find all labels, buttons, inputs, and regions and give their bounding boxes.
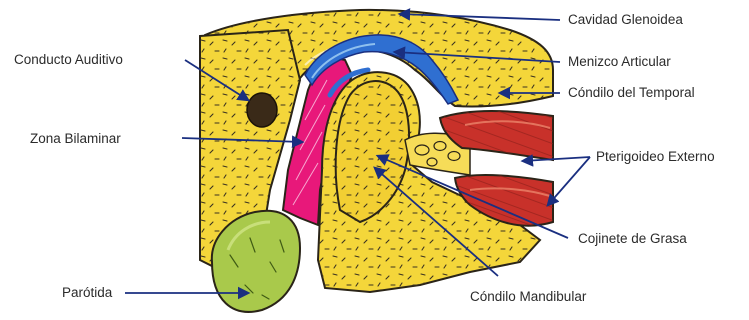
auditory-canal: [247, 93, 277, 127]
leader-pterigoideo-b: [548, 157, 590, 205]
label-zona-bilaminar: Zona Bilaminar: [30, 131, 121, 146]
label-condilo-mandibular: Cóndilo Mandibular: [470, 289, 587, 304]
label-pterigoideo-externo: Pterigoideo Externo: [596, 149, 715, 164]
label-parotida: Parótida: [62, 285, 113, 300]
label-menizco-articular: Menizco Articular: [568, 54, 671, 69]
label-condilo-temporal: Cóndilo del Temporal: [568, 85, 695, 100]
label-conducto-auditivo: Conducto Auditivo: [14, 52, 123, 67]
label-cavidad-glenoidea: Cavidad Glenoidea: [568, 12, 683, 27]
label-cojinete-grasa: Cojinete de Grasa: [578, 231, 687, 246]
